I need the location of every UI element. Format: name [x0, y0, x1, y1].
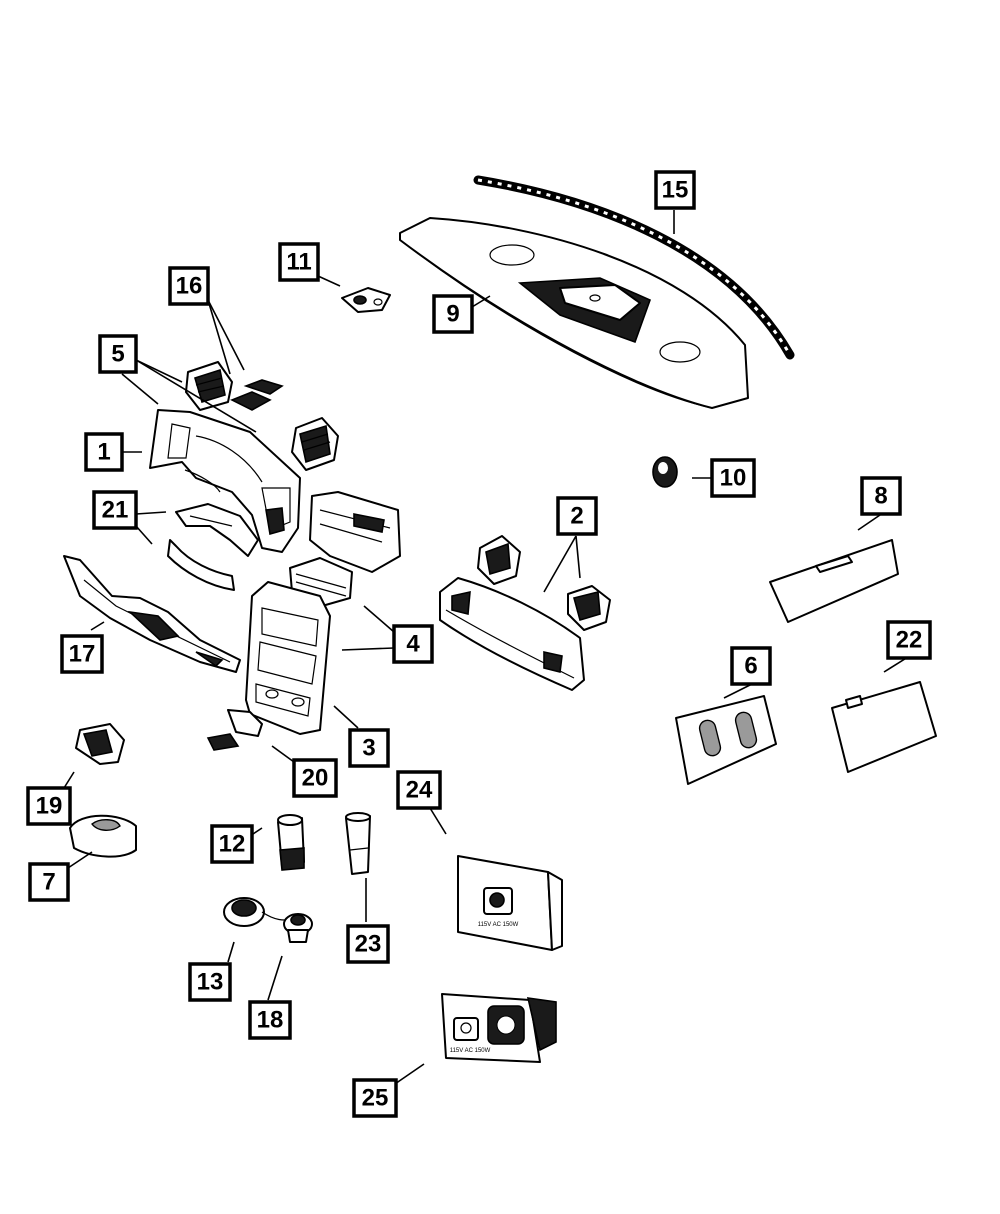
svg-text:23: 23 — [355, 931, 382, 958]
callout-10: 10 — [710, 458, 756, 498]
part-5-air-vent-left — [185, 361, 233, 411]
part-9-dash-top-cover — [399, 217, 749, 409]
part-12-lighter — [277, 814, 305, 871]
part-23-lighter-element — [345, 812, 371, 875]
part-7-cover — [69, 814, 137, 858]
part-3-center-bezel — [245, 581, 331, 735]
part-24-power-outlet: 115V AC 150W — [457, 855, 563, 951]
svg-text:25: 25 — [362, 1085, 389, 1112]
part-13-outlet-cap — [223, 897, 297, 927]
svg-text:24: 24 — [406, 777, 433, 804]
callout-1: 1 — [84, 432, 124, 472]
svg-text:3: 3 — [362, 735, 375, 762]
callout-11: 11 — [278, 242, 320, 282]
callout-15: 15 — [654, 170, 696, 210]
svg-text:5: 5 — [111, 341, 124, 368]
outlet-24-label: 115V AC 150W — [478, 922, 519, 928]
part-16-brackets — [230, 379, 284, 411]
svg-text:15: 15 — [662, 177, 689, 204]
part-5-air-vent-right — [291, 417, 339, 471]
svg-text:11: 11 — [286, 249, 311, 276]
svg-text:22: 22 — [896, 627, 923, 654]
svg-text:12: 12 — [219, 831, 246, 858]
part-4-center-vents — [289, 491, 401, 607]
part-1-cluster-bezel — [149, 409, 301, 553]
part-11-clip — [341, 287, 391, 313]
svg-text:7: 7 — [42, 869, 55, 896]
callout-22: 22 — [886, 620, 932, 660]
svg-text:17: 17 — [69, 641, 96, 668]
part-25-power-outlet-assembly: 115V AC 150W — [441, 993, 557, 1063]
callout-24: 24 — [396, 770, 442, 810]
svg-text:18: 18 — [257, 1007, 284, 1034]
svg-text:4: 4 — [406, 631, 420, 658]
outlet-25-label: 115V AC 150W — [450, 1048, 491, 1054]
part-18-socket — [283, 913, 313, 943]
svg-text:19: 19 — [36, 793, 63, 820]
callout-12: 12 — [210, 824, 254, 864]
callout-9: 9 — [432, 294, 474, 334]
callout-25: 25 — [352, 1078, 398, 1118]
callout-20: 20 — [292, 758, 338, 798]
part-19-bracket — [75, 723, 125, 765]
callout-18: 18 — [248, 1000, 292, 1040]
callout-13: 13 — [188, 962, 232, 1002]
callout-4: 4 — [392, 624, 434, 664]
part-8-compartment-door — [769, 539, 899, 623]
svg-text:6: 6 — [744, 653, 757, 680]
callout-17: 17 — [60, 634, 104, 674]
svg-text:2: 2 — [570, 503, 583, 530]
callout-7: 7 — [28, 862, 70, 902]
svg-text:16: 16 — [176, 273, 203, 300]
callout-23: 23 — [346, 924, 390, 964]
svg-text:9: 9 — [446, 301, 459, 328]
part-10-knob — [652, 456, 678, 488]
callout-3: 3 — [348, 728, 390, 768]
svg-text:21: 21 — [102, 497, 129, 524]
callout-21: 21 — [92, 490, 138, 530]
callout-19: 19 — [26, 786, 72, 826]
svg-text:20: 20 — [302, 765, 329, 792]
part-2-passenger-panel — [439, 535, 611, 691]
callout-8: 8 — [860, 476, 902, 516]
svg-text:8: 8 — [874, 483, 887, 510]
svg-text:13: 13 — [197, 969, 224, 996]
svg-text:10: 10 — [720, 465, 747, 492]
part-17-lower-trim — [63, 555, 241, 673]
svg-text:1: 1 — [97, 439, 110, 466]
callout-6: 6 — [730, 646, 772, 686]
callout-2: 2 — [556, 496, 598, 536]
part-21-lower-bezel — [167, 503, 259, 591]
part-22-compartment-door — [831, 681, 937, 773]
part-6-switch-bezel — [675, 695, 777, 785]
callout-16: 16 — [168, 266, 210, 306]
callout-5: 5 — [98, 334, 138, 374]
part-15-weatherstrip — [473, 175, 795, 360]
part-20-switch — [206, 709, 263, 751]
